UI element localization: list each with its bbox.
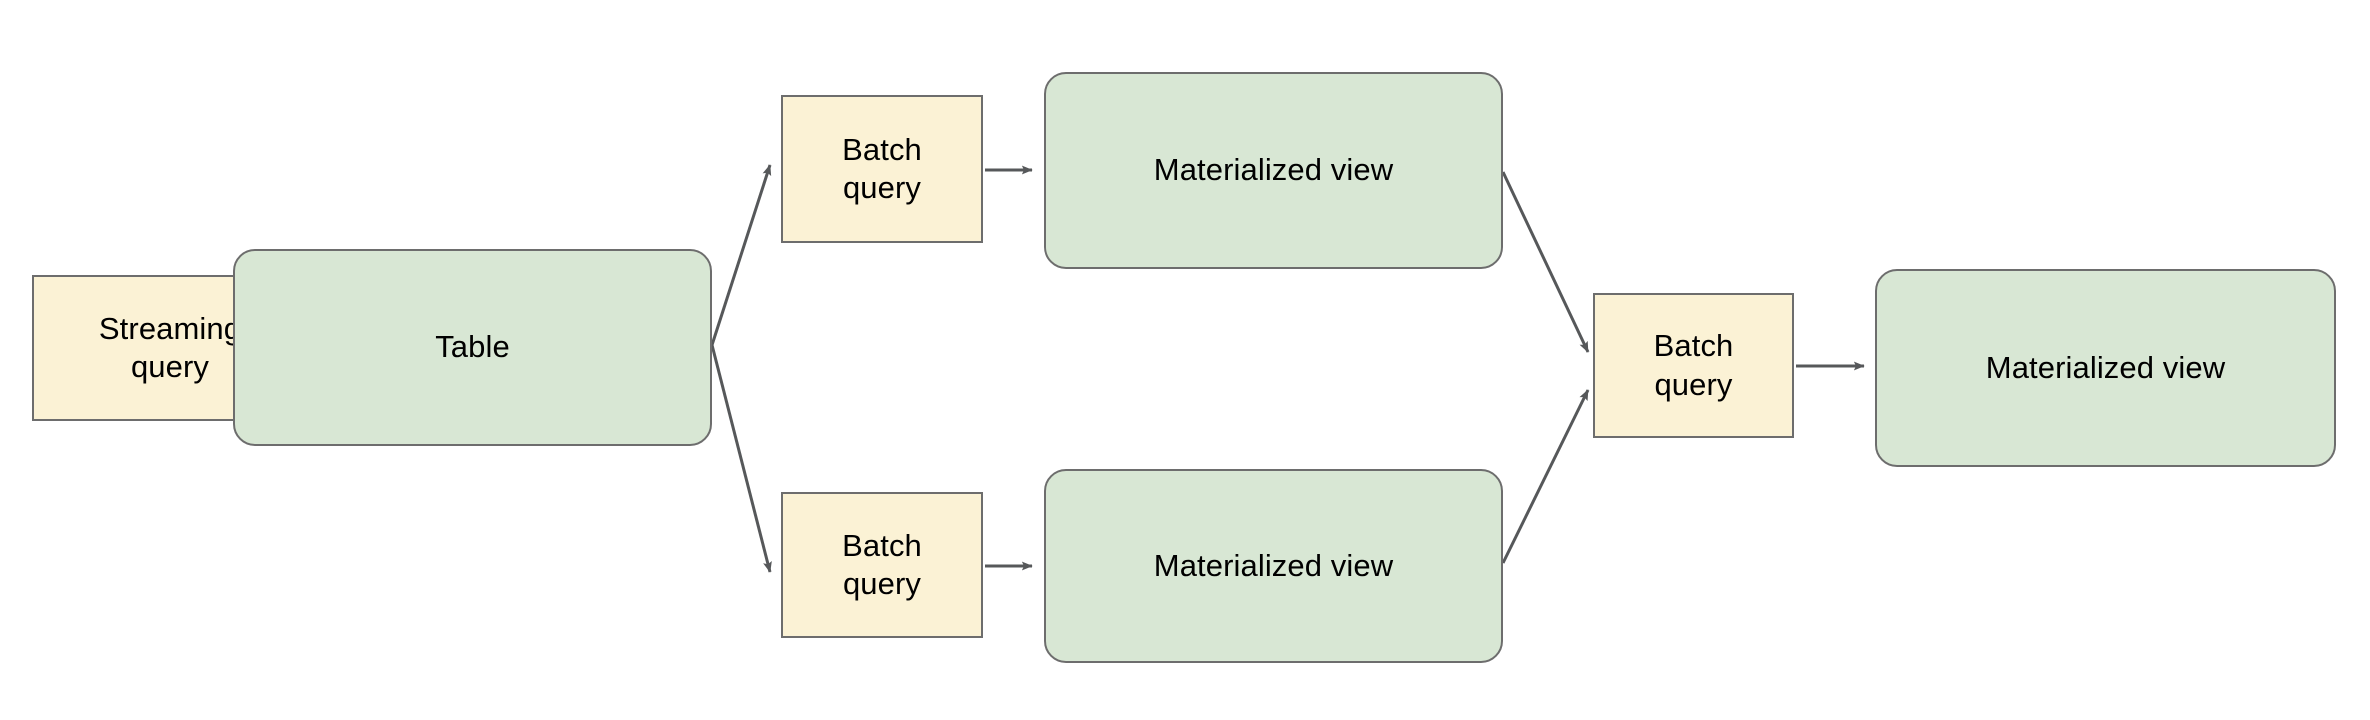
node-batch-query-merge-label: Batch query bbox=[1653, 328, 1734, 402]
node-batch-query-top-label: Batch query bbox=[842, 131, 922, 205]
node-materialized-view-bottom-label: Materialized view bbox=[1153, 547, 1394, 583]
edge-materialized-view-bottom-to-batch-query-merge bbox=[1501, 389, 1590, 564]
node-batch-query-bottom[interactable]: Batch query bbox=[781, 492, 983, 638]
node-batch-query-merge[interactable]: Batch query bbox=[1593, 293, 1794, 438]
node-streaming-query-label: Streaming query bbox=[98, 310, 242, 384]
node-materialized-view-final[interactable]: Materialized view bbox=[1875, 269, 2336, 467]
node-table[interactable]: Table bbox=[233, 249, 712, 446]
node-materialized-view-final-label: Materialized view bbox=[1985, 349, 2226, 385]
edge-table-to-batch-query-bottom bbox=[710, 344, 772, 573]
node-materialized-view-top[interactable]: Materialized view bbox=[1044, 72, 1503, 269]
node-materialized-view-bottom[interactable]: Materialized view bbox=[1044, 469, 1503, 663]
node-table-label: Table bbox=[435, 329, 510, 365]
edge-table-to-batch-query-top bbox=[710, 164, 772, 346]
node-batch-query-top[interactable]: Batch query bbox=[781, 95, 983, 243]
edge-materialized-view-top-to-batch-query-merge bbox=[1501, 171, 1590, 353]
node-batch-query-bottom-label: Batch query bbox=[842, 527, 922, 601]
node-materialized-view-top-label: Materialized view bbox=[1153, 152, 1394, 188]
